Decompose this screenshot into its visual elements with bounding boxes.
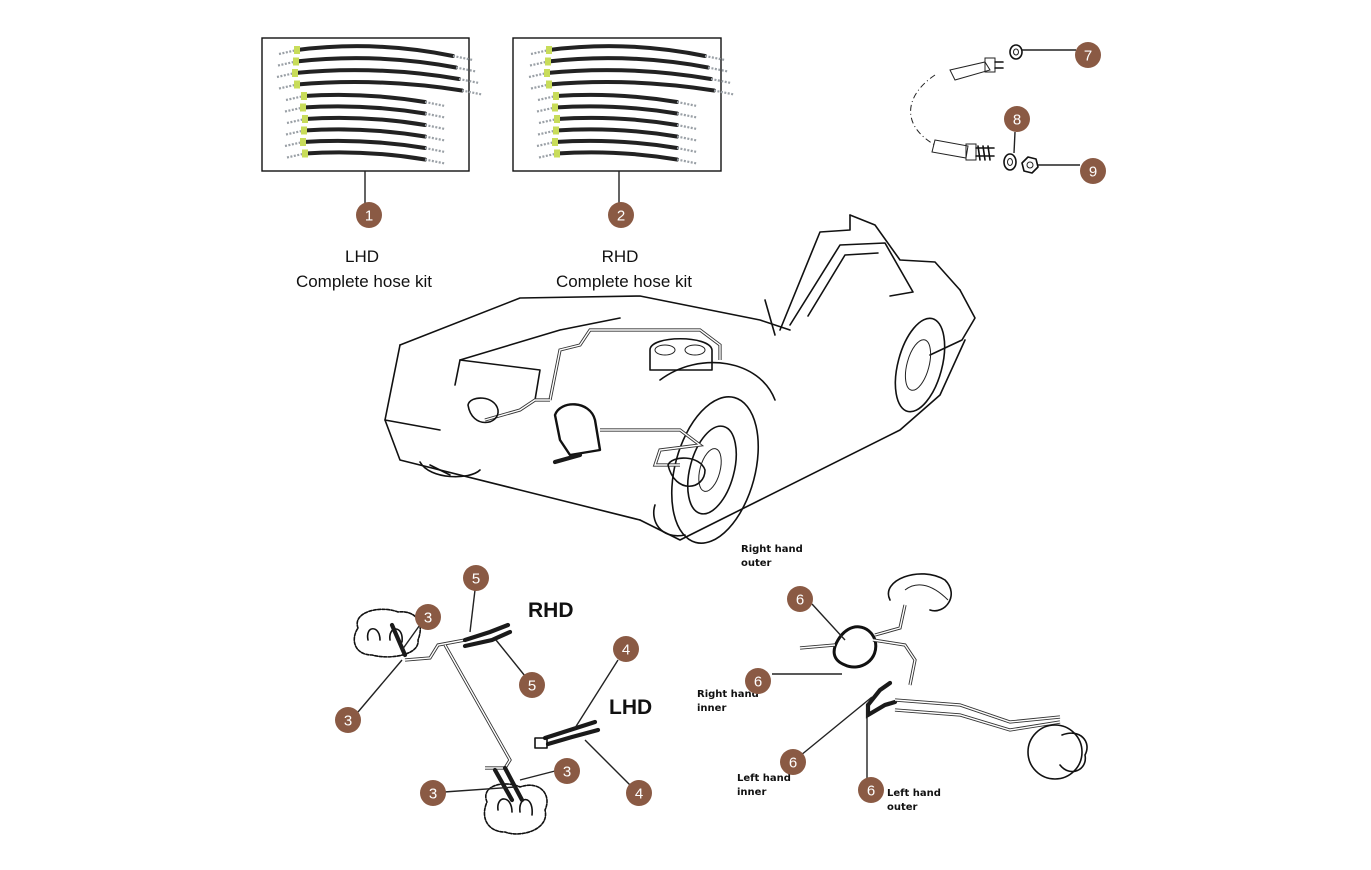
callout-badge-7[interactable]: 7 [1075, 42, 1101, 68]
callout-number: 2 [617, 208, 625, 225]
kit-hose-band [294, 46, 300, 54]
car-illustration [384, 214, 976, 544]
callout-number: 1 [365, 208, 373, 225]
kit-hose [546, 56, 710, 70]
washer-8 [1003, 153, 1017, 171]
kit-hose [302, 92, 427, 104]
callout-number: 3 [563, 764, 571, 781]
front-caliper-circuit-drawing [353, 608, 601, 835]
callout-badge-3-lower-right[interactable]: 3 [554, 758, 580, 784]
right-hand-inner-label-2: inner [697, 703, 726, 714]
callout-number: 4 [635, 786, 643, 803]
callout-number: 5 [472, 571, 480, 588]
kit-hose-band [302, 149, 308, 158]
kit-hose-band [301, 92, 307, 100]
rhd-kit-title: RHD [602, 247, 639, 266]
callout-number: 6 [754, 674, 762, 691]
lhd-label: LHD [609, 696, 652, 719]
kit-hose [547, 80, 716, 93]
rear-caliper-circuit-drawing [799, 573, 1088, 780]
left-hand-outer-label-2: outer [887, 802, 918, 813]
nut-9 [1021, 156, 1039, 174]
left-hand-inner-label-2: inner [737, 787, 766, 798]
kit-hose-band [545, 57, 551, 66]
kit-hose-band [544, 69, 550, 77]
kit-hose [554, 92, 679, 104]
callout-number: 6 [796, 592, 804, 609]
kit-hose-band [553, 126, 559, 135]
lhd-kit-subtitle: Complete hose kit [296, 272, 432, 291]
rhd-label: RHD [528, 599, 574, 622]
callout-badge-1[interactable]: 1 [356, 202, 382, 228]
kit-hose-band [302, 115, 308, 123]
callout-badge-5-bottom[interactable]: 5 [519, 672, 545, 698]
kit-hose-band [554, 149, 560, 158]
kit-hose-band [300, 103, 306, 112]
callout-badge-3-lower-left[interactable]: 3 [420, 780, 446, 806]
kit-hose [554, 127, 679, 139]
right-hand-outer-label-2: outer [741, 558, 772, 569]
callout-badge-8[interactable]: 8 [1004, 106, 1030, 132]
kit-hose [302, 127, 427, 139]
kit-hose-band [300, 138, 306, 146]
kit-hose [301, 138, 427, 150]
callout-number: 4 [622, 642, 630, 659]
callout-badge-6-left-outer[interactable]: 6 [858, 777, 884, 803]
callout-number: 7 [1084, 48, 1092, 65]
kit-hose [295, 80, 464, 93]
callout-number: 8 [1013, 112, 1021, 129]
kit-hose [547, 44, 707, 58]
right-hand-inner-label-1: Right hand [697, 689, 759, 700]
right-hand-outer-label-1: Right hand [741, 544, 803, 555]
kit-hose [553, 104, 679, 116]
callout-badge-9[interactable]: 9 [1080, 158, 1106, 184]
kit-hose-band [294, 80, 300, 89]
kit-hose [303, 115, 427, 127]
kit-hose [301, 104, 427, 116]
callout-number: 3 [429, 786, 437, 803]
kit-hose-band [554, 115, 560, 123]
kit-hose-band [546, 80, 552, 89]
kit-hose [555, 150, 679, 162]
kit-hose-band [553, 92, 559, 100]
kit-hose [303, 150, 427, 162]
callout-badge-3-upper-right[interactable]: 3 [415, 604, 441, 630]
kit-hose-band [301, 126, 307, 135]
callout-number: 6 [867, 783, 875, 800]
callout-badge-6-right-inner[interactable]: 6 [745, 668, 771, 694]
kit-hose [294, 56, 458, 70]
kit-hose-band [552, 138, 558, 146]
left-hand-outer-label-1: Left hand [887, 788, 941, 799]
kit-hose [293, 68, 461, 81]
lhd-kit-title: LHD [345, 247, 379, 266]
kit-hose [295, 44, 455, 58]
kit-hose-band [546, 46, 552, 54]
callout-badge-4-bottom[interactable]: 4 [626, 780, 652, 806]
kit-hose [553, 138, 679, 150]
sensor-cable-drawing [910, 57, 1004, 161]
callout-badge-6-left-inner[interactable]: 6 [780, 749, 806, 775]
callout-number: 3 [344, 713, 352, 730]
washer-7 [1009, 44, 1023, 60]
kit-hose [555, 115, 679, 127]
callout-number: 9 [1089, 164, 1097, 181]
callout-badge-2[interactable]: 2 [608, 202, 634, 228]
callout-number: 6 [789, 755, 797, 772]
kit-hose [545, 68, 713, 81]
callout-badge-5-top[interactable]: 5 [463, 565, 489, 591]
callout-badge-3-upper-left[interactable]: 3 [335, 707, 361, 733]
callout-number: 3 [424, 610, 432, 627]
left-hand-inner-label-1: Left hand [737, 773, 791, 784]
rhd-hose-kit-image[interactable] [512, 37, 735, 172]
callout-badge-6-right-outer[interactable]: 6 [787, 586, 813, 612]
callout-number: 5 [528, 678, 536, 695]
kit-hose-band [293, 57, 299, 66]
callout-badge-4-top[interactable]: 4 [613, 636, 639, 662]
kit-hose-band [292, 69, 298, 77]
lhd-hose-kit-image[interactable] [261, 37, 483, 172]
kit-hose-band [552, 103, 558, 112]
rhd-kit-subtitle: Complete hose kit [556, 272, 692, 291]
